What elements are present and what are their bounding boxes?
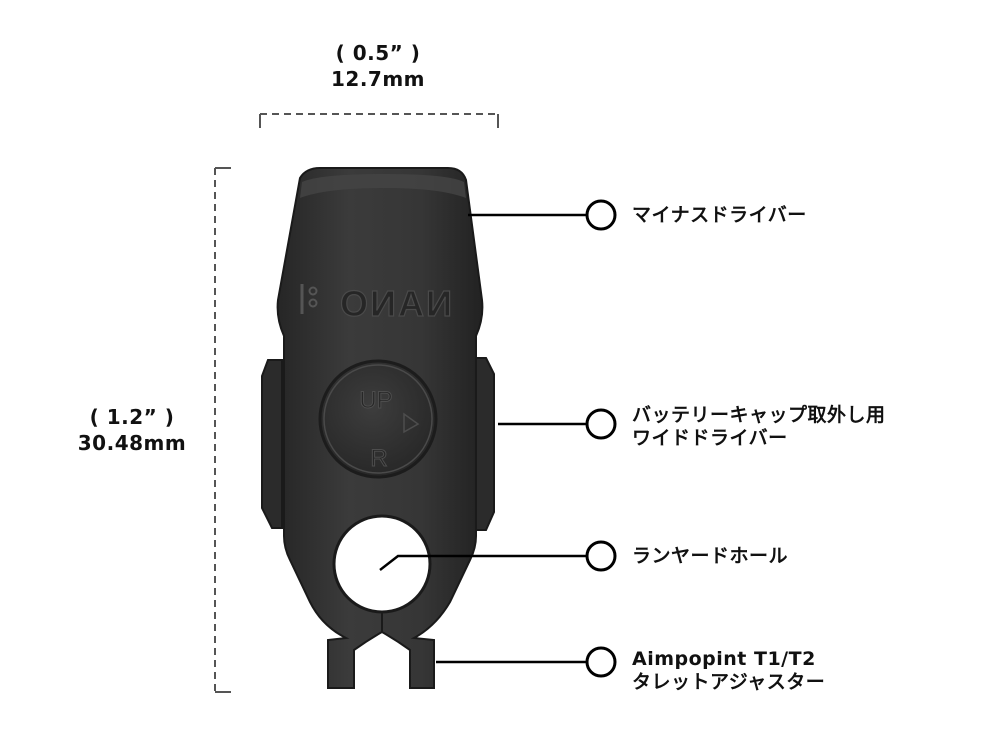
callout-line: ワイドドライバー <box>632 427 788 449</box>
callout-line: Aimpopint T1/T2 <box>632 648 816 670</box>
leader-lines <box>379 213 586 664</box>
width-mm: 12.7mm <box>330 67 426 91</box>
dial-up-text: UP <box>359 387 392 414</box>
dial-r-text: R <box>370 445 387 472</box>
width-inch: ( 0.5” ) <box>335 41 421 65</box>
height-dimension-label: ( 1.2” ) 30.48mm <box>62 404 202 456</box>
callout-marker-turret <box>585 646 617 678</box>
left-wide-driver-edge <box>261 359 283 529</box>
dial <box>318 359 438 479</box>
nano-logo <box>300 284 318 314</box>
width-dimension-label: ( 0.5” ) 12.7mm <box>318 40 438 92</box>
lanyard-hole <box>332 514 432 614</box>
callout-marker-lanyard <box>585 540 617 572</box>
callout-marker-flat <box>585 199 617 231</box>
callout-battery-driver: バッテリーキャップ取外し用 ワイドドライバー <box>632 404 886 450</box>
width-dimension-line <box>259 113 499 128</box>
flat-driver-tip <box>300 174 466 198</box>
callout-markers <box>585 199 617 678</box>
right-wide-driver-edge <box>475 357 495 531</box>
callout-turret-adjuster: Aimpopint T1/T2 タレットアジャスター <box>632 648 825 694</box>
callout-line: マイナスドライバー <box>632 204 807 226</box>
callout-flat-driver: マイナスドライバー <box>632 204 807 227</box>
callout-line: タレットアジャスター <box>632 671 826 693</box>
callout-line: バッテリーキャップ取外し用 <box>632 404 886 426</box>
dial-arrow-icon <box>403 412 420 434</box>
callout-lanyard-hole: ランヤードホール <box>632 545 788 568</box>
brand-text: NANO <box>338 283 452 324</box>
height-mm: 30.48mm <box>77 431 187 455</box>
height-inch: ( 1.2” ) <box>89 405 175 429</box>
callout-line: ランヤードホール <box>632 545 789 567</box>
callout-marker-battery <box>585 408 617 440</box>
nano-tool: NANO UP R <box>261 167 495 689</box>
height-dimension-line <box>214 167 231 693</box>
